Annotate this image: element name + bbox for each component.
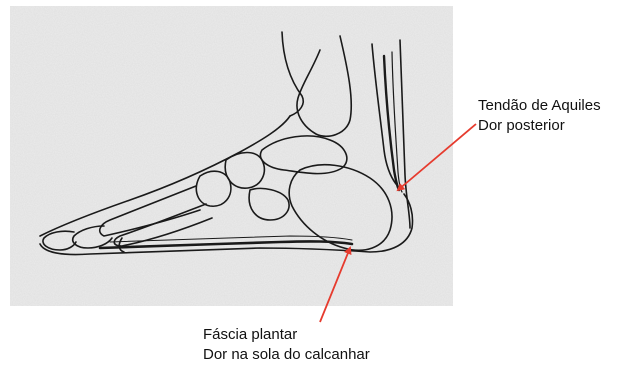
achilles-tendon-label: Tendão de Aquiles Dor posterior [478, 96, 601, 136]
plantar-subtitle: Dor na sola do calcanhar [203, 345, 370, 365]
achilles-subtitle: Dor posterior [478, 116, 601, 136]
plantar-fascia-label: Fáscia plantar Dor na sola do calcanhar [203, 325, 370, 365]
plantar-title: Fáscia plantar [203, 325, 370, 345]
achilles-title: Tendão de Aquiles [478, 96, 601, 116]
